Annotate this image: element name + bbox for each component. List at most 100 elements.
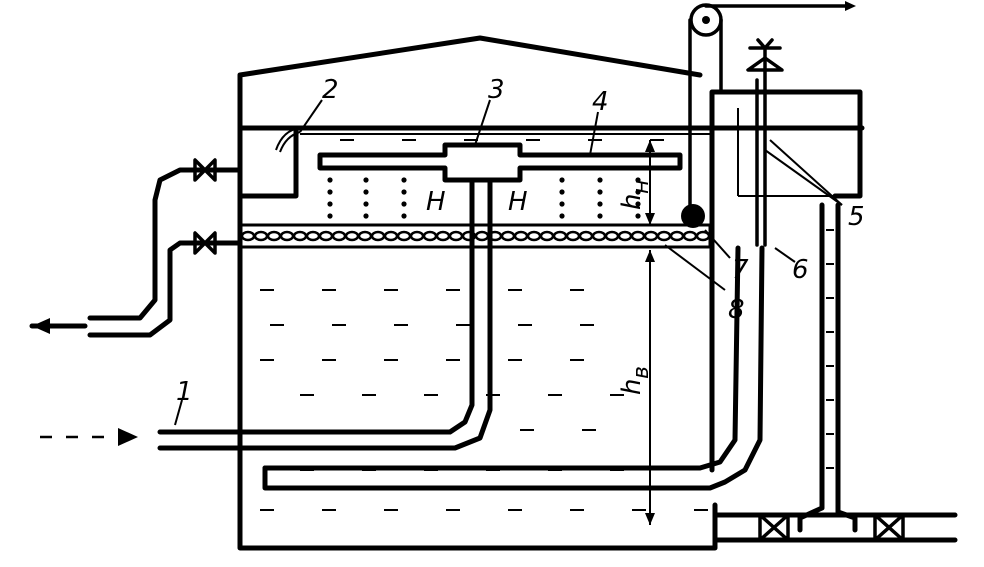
gravel-grain — [396, 230, 412, 242]
label-7: 7 — [732, 255, 749, 285]
label-head-1: H — [426, 187, 446, 217]
dim-arrow-hv-bot — [645, 513, 655, 525]
water-texture — [260, 139, 834, 511]
gravel-grain — [383, 230, 399, 242]
air-bubble — [363, 177, 369, 183]
outlet-pipe-lower — [87, 240, 243, 338]
gravel-grain — [448, 230, 464, 242]
valve-upper-icon — [193, 158, 217, 182]
label-4: 4 — [592, 87, 609, 117]
gravel-grain — [279, 230, 295, 242]
float-chamber — [709, 89, 863, 199]
label-hn-group: h н — [617, 180, 654, 210]
filter-bed-hatch — [240, 230, 711, 242]
air-bubble — [635, 177, 641, 183]
air-bubble — [559, 201, 565, 207]
label-hv-sub: в — [629, 366, 654, 379]
gravel-grain — [292, 230, 308, 242]
gravel-grain — [500, 230, 516, 242]
label-hv: h — [617, 379, 647, 395]
label-hn: h — [617, 194, 647, 210]
air-bubble — [327, 189, 333, 195]
gravel-grain — [617, 230, 633, 242]
label-3: 3 — [488, 75, 505, 105]
gravel-grain — [565, 230, 581, 242]
gravel-grain — [305, 230, 321, 242]
air-bubble — [363, 213, 369, 219]
gravel-grain — [266, 230, 282, 242]
gravel-grain — [409, 230, 425, 242]
cable-arrow-icon — [845, 1, 856, 11]
label-5-leader-b — [764, 149, 843, 206]
gravel-grain — [552, 230, 568, 242]
gravel-grain — [240, 230, 256, 242]
air-bubble — [635, 201, 641, 207]
tank-roof — [237, 35, 703, 121]
handwheel-icon — [756, 38, 774, 50]
gravel-grain — [695, 230, 711, 242]
tank-left-wall — [237, 115, 718, 551]
standpipe-6-inner — [835, 202, 858, 533]
label-3-leader — [474, 99, 491, 146]
label-head-2: H — [508, 187, 528, 217]
air-bubble — [363, 201, 369, 207]
air-bubble — [559, 189, 565, 195]
air-bubble — [327, 177, 333, 183]
valve-lower-icon — [193, 231, 217, 255]
label-1-leader — [174, 399, 183, 426]
pulley-hub-icon — [702, 16, 710, 24]
air-bubble — [401, 177, 407, 183]
air-bubble — [559, 177, 565, 183]
gravel-grain — [370, 230, 386, 242]
air-bubble — [401, 213, 407, 219]
label-6: 6 — [792, 255, 809, 285]
inlet-pipe — [157, 177, 475, 435]
gravel-grain — [474, 230, 490, 242]
label-1: 1 — [176, 377, 193, 407]
air-bubble — [597, 189, 603, 195]
distributor-header — [317, 142, 683, 183]
standpipe-6 — [797, 202, 825, 533]
label-8-leader — [664, 244, 726, 291]
air-bubble — [597, 201, 603, 207]
air-bubble — [635, 189, 641, 195]
air-bubble — [597, 177, 603, 183]
outlet-arrow-icon — [32, 318, 50, 334]
bottom-pipe-inner — [262, 245, 741, 471]
air-bubble — [401, 201, 407, 207]
gravel-grain — [682, 230, 698, 242]
bubble-columns — [327, 177, 641, 219]
air-bubble — [597, 213, 603, 219]
gravel-grain — [253, 230, 269, 242]
label-6-leader — [774, 247, 796, 263]
label-2: 2 — [322, 75, 339, 105]
gravel-grain — [344, 230, 360, 242]
air-bubble — [327, 201, 333, 207]
gravel-grain — [435, 230, 451, 242]
drain-valve-2-icon — [873, 513, 905, 542]
gravel-grain — [643, 230, 659, 242]
trough-2 — [237, 125, 299, 199]
gravel-grain — [526, 230, 542, 242]
air-bubble — [635, 213, 641, 219]
gravel-grain — [656, 230, 672, 242]
overflow-jet — [275, 127, 301, 151]
label-2-leader — [299, 99, 323, 133]
inlet-pipe-inner — [157, 177, 493, 451]
label-hv-group: h в — [617, 366, 654, 395]
gravel-grain — [669, 230, 685, 242]
gravel-grain — [578, 230, 594, 242]
inlet-arrow-icon — [118, 428, 138, 446]
gravel-grain — [591, 230, 607, 242]
gravel-grain — [331, 230, 347, 242]
label-8: 8 — [728, 295, 745, 325]
float-ball — [681, 204, 705, 228]
outlet-pipe-upper — [87, 167, 243, 321]
dim-arrow-hn-bot — [645, 213, 655, 225]
air-bubble — [363, 189, 369, 195]
overflow-jet-2 — [279, 131, 301, 153]
label-7-leader — [704, 229, 731, 259]
gravel-grain — [539, 230, 555, 242]
